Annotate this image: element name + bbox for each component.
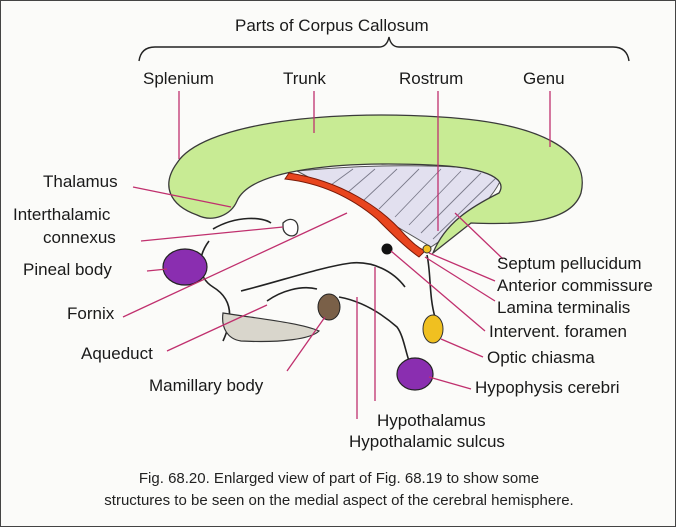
label-interthalamic-2: connexus — [43, 228, 116, 247]
caption-line-1: Fig. 68.20. Enlarged view of part of Fig… — [1, 468, 676, 490]
label-optic-chiasma: Optic chiasma — [487, 348, 595, 367]
optic-chiasma — [423, 315, 443, 343]
interthalamic-connexus — [283, 219, 298, 236]
label-genu: Genu — [523, 69, 565, 88]
label-interthalamic-1: Interthalamic — [13, 205, 111, 224]
header-title: Parts of Corpus Callosum — [235, 16, 429, 35]
label-lamina-terminalis: Lamina terminalis — [497, 298, 630, 317]
mamillary-body — [318, 294, 340, 320]
anterior-commissure — [423, 245, 431, 253]
label-splenium: Splenium — [143, 69, 214, 88]
label-septum-pellucidum: Septum pellucidum — [497, 254, 642, 273]
hypophysis-cerebri — [397, 358, 433, 390]
corpus-callosum-brace — [139, 37, 629, 61]
label-intervent-foramen: Intervent. foramen — [489, 322, 627, 341]
label-mamillary-body: Mamillary body — [149, 376, 264, 395]
figure-caption: Fig. 68.20. Enlarged view of part of Fig… — [1, 468, 676, 512]
label-fornix: Fornix — [67, 304, 115, 323]
midbrain-region — [223, 313, 319, 342]
label-pineal-body: Pineal body — [23, 260, 112, 279]
label-hypothalamic-sulcus: Hypothalamic sulcus — [349, 432, 505, 451]
pineal-body — [163, 249, 207, 285]
label-rostrum: Rostrum — [399, 69, 463, 88]
label-anterior-commissure: Anterior commissure — [497, 276, 653, 295]
intervent-foramen — [382, 244, 393, 255]
caption-line-2: structures to be seen on the medial aspe… — [1, 490, 676, 512]
label-hypophysis-cerebri: Hypophysis cerebri — [475, 378, 620, 397]
label-thalamus: Thalamus — [43, 172, 118, 191]
label-hypothalamus: Hypothalamus — [377, 411, 486, 430]
label-aqueduct: Aqueduct — [81, 344, 153, 363]
label-trunk: Trunk — [283, 69, 326, 88]
